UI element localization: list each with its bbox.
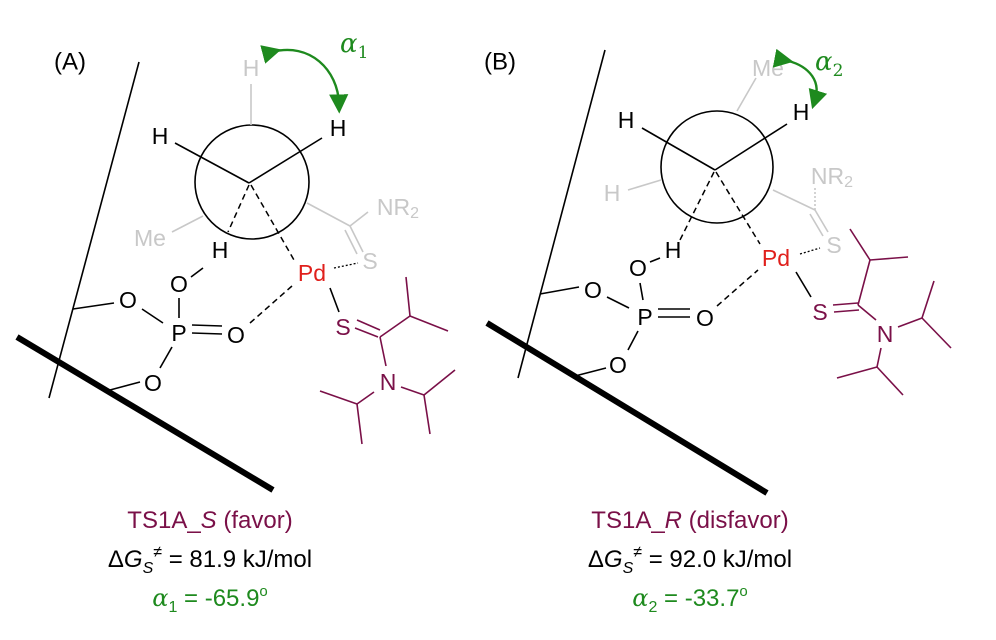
caption-a: TS1A_S (favor) ΔGS≠ = 81.9 kJ/mol α1 = -… bbox=[108, 507, 312, 616]
atom-nr2: NR2 bbox=[811, 163, 853, 191]
panel-b-label: (B) bbox=[484, 49, 516, 76]
newman-projection: H Me NR2 S H H bbox=[134, 55, 419, 274]
newman-projection: Me H NR2 S H H bbox=[604, 55, 853, 258]
free-energy: ΔGS≠ = 81.9 kJ/mol bbox=[108, 544, 312, 577]
atom-h-right: H bbox=[330, 115, 347, 141]
surface-line bbox=[48, 61, 140, 399]
svg-text:N: N bbox=[380, 369, 397, 395]
atom-me: Me bbox=[134, 225, 166, 251]
panel-a-label: (A) bbox=[54, 49, 86, 76]
ts-name: TS1A_R (disfavor) bbox=[591, 507, 788, 534]
surface-thick-line bbox=[485, 320, 769, 496]
svg-text:O: O bbox=[696, 305, 714, 331]
atom-h-transfer: H bbox=[665, 237, 682, 263]
caption-b: TS1A_R (disfavor) ΔGS≠ = 92.0 kJ/mol α2 … bbox=[588, 507, 792, 616]
thioamide-ligand: S N bbox=[319, 276, 456, 445]
phosphate: O O P O O bbox=[539, 255, 759, 378]
atom-s-faded: S bbox=[826, 232, 841, 258]
atom-h-right: H bbox=[793, 99, 810, 125]
svg-text:S: S bbox=[812, 299, 827, 325]
angle-value: α1 = -65.9o bbox=[152, 583, 268, 616]
svg-text:P: P bbox=[637, 304, 652, 330]
atom-s-faded: S bbox=[362, 248, 377, 274]
panel-b: (B) Me H NR2 S H H H Pd O O bbox=[484, 47, 952, 616]
atom-h-faded: H bbox=[604, 180, 621, 206]
surface-line bbox=[517, 49, 606, 379]
svg-text:P: P bbox=[171, 320, 186, 346]
dihedral-angle-arrow: α1 bbox=[260, 29, 368, 114]
svg-text:N: N bbox=[877, 321, 894, 347]
svg-text:S: S bbox=[335, 314, 350, 340]
atom-pd: Pd bbox=[762, 245, 790, 271]
svg-text:O: O bbox=[144, 370, 162, 396]
surface-thick-line bbox=[15, 334, 275, 493]
atom-h-back: H bbox=[243, 55, 260, 81]
panel-a: (A) H Me NR2 S H H H Pd O O bbox=[15, 29, 456, 616]
svg-text:O: O bbox=[170, 271, 188, 297]
atom-h-left: H bbox=[618, 107, 635, 133]
angle-label: α1 bbox=[340, 29, 368, 63]
svg-text:O: O bbox=[584, 277, 602, 303]
svg-text:O: O bbox=[119, 287, 137, 313]
atom-pd: Pd bbox=[298, 260, 326, 286]
svg-text:O: O bbox=[609, 352, 627, 378]
ts-name: TS1A_S (favor) bbox=[127, 507, 292, 534]
thioamide-ligand: S N bbox=[795, 228, 952, 396]
angle-label: α2 bbox=[815, 47, 843, 81]
atom-nr2: NR2 bbox=[377, 194, 419, 222]
svg-text:O: O bbox=[227, 322, 245, 348]
free-energy: ΔGS≠ = 92.0 kJ/mol bbox=[588, 544, 792, 577]
atom-h-left: H bbox=[152, 123, 169, 149]
atom-h-transfer: H bbox=[212, 237, 229, 263]
atom-me: Me bbox=[752, 55, 784, 81]
phosphate: O O P O O bbox=[72, 267, 293, 396]
dihedral-angle-arrow: α2 bbox=[772, 47, 843, 110]
angle-value: α2 = -33.7o bbox=[632, 583, 748, 616]
svg-text:O: O bbox=[629, 255, 647, 281]
